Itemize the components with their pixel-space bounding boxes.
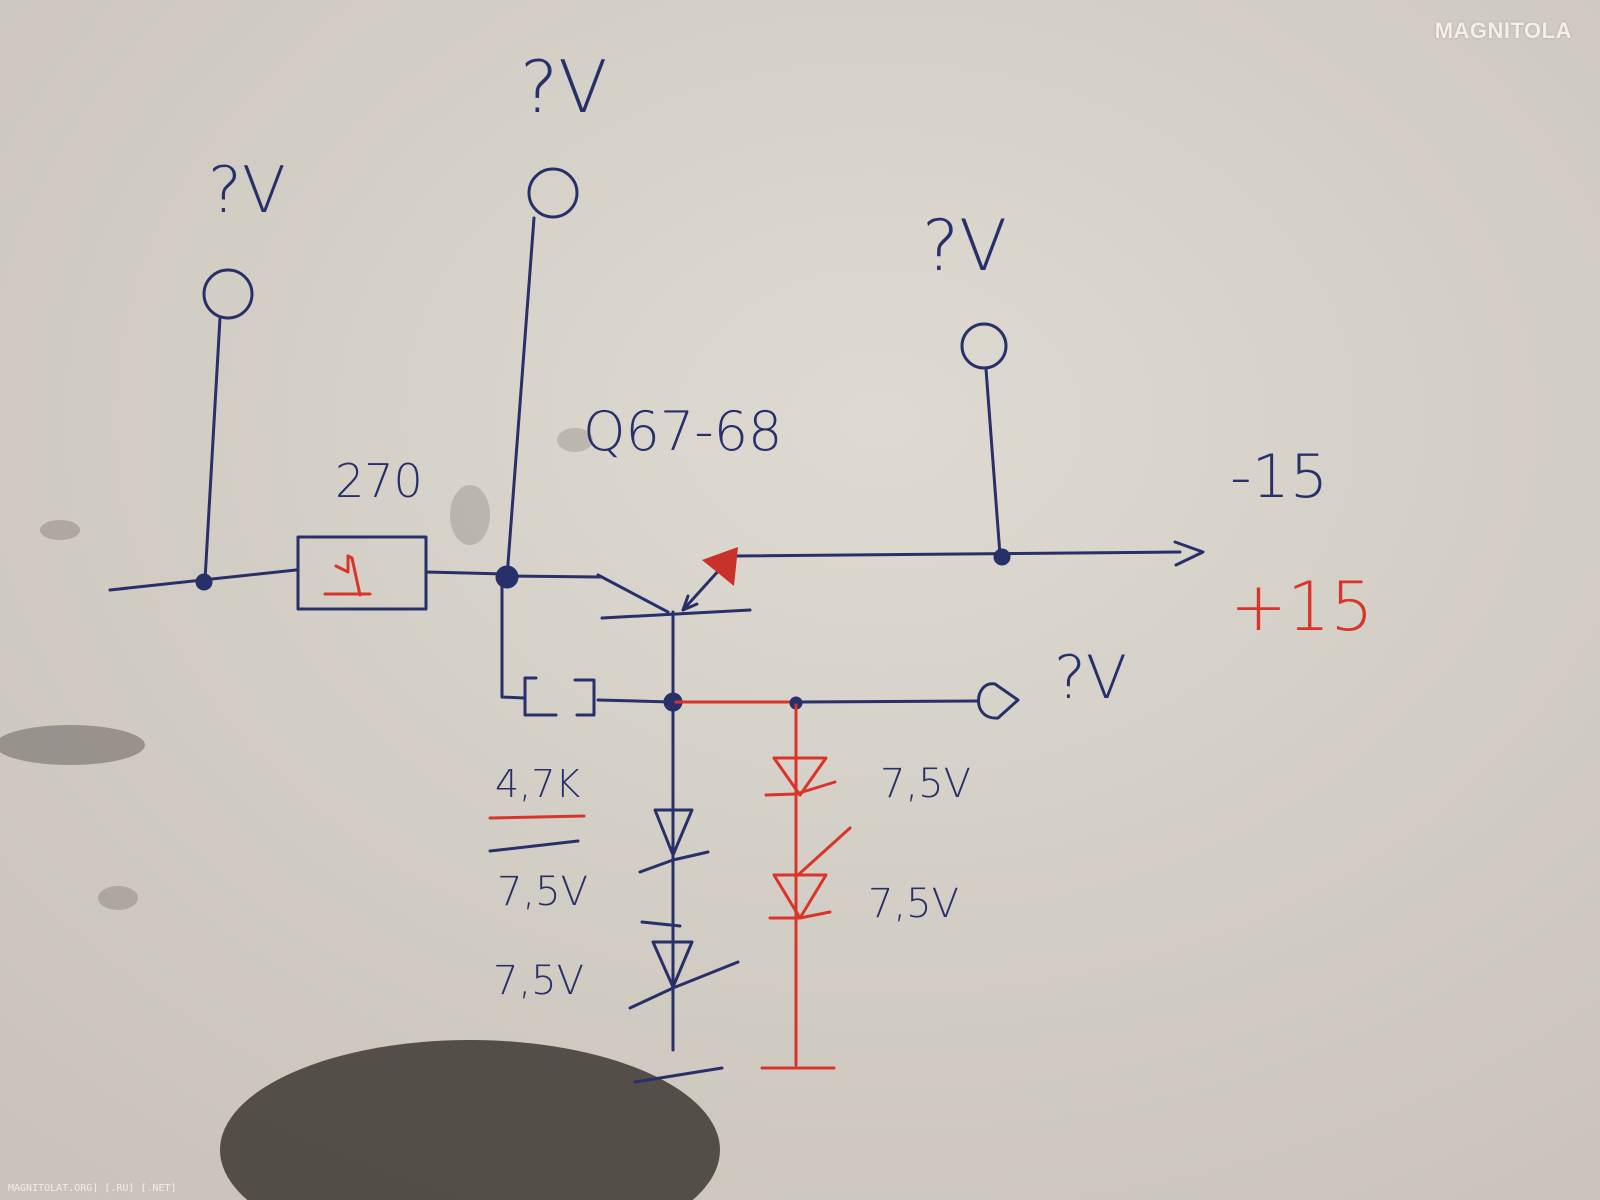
ground-blue <box>633 1066 724 1084</box>
watermark-logo: MAGNITOLA <box>1435 18 1572 44</box>
node-output <box>993 548 1011 566</box>
shadow-blob <box>220 1040 720 1200</box>
smudge-q <box>557 428 593 452</box>
probe-right-top-lead <box>984 367 1002 557</box>
zener-red-1-bar <box>764 780 837 797</box>
smudge-dot-2 <box>98 886 138 910</box>
label-transistor: Q67-68 <box>583 400 782 463</box>
resistor-270-mark <box>334 554 362 597</box>
zener-red-2-tail <box>796 826 852 877</box>
wire-to-base-node <box>424 570 508 576</box>
resistor-4k7-body-right <box>573 678 596 717</box>
node-left <box>195 573 213 591</box>
label-zener-blue-1: 7,5V <box>497 869 588 915</box>
watermark-brand: MAGNITOLA <box>1434 18 1572 43</box>
label-zener-red-1: 7,5V <box>880 761 971 807</box>
probe-right-top-circle <box>960 322 1008 370</box>
underline-red <box>488 814 586 820</box>
transistor-base-bar <box>600 608 752 620</box>
underline-blue <box>488 839 580 853</box>
probe-right-bottom-wire <box>798 699 980 704</box>
probe-mid-circle <box>527 167 579 219</box>
output-arrow <box>1173 540 1205 567</box>
emitter-arrow <box>681 594 699 612</box>
zener-blue-1-body <box>653 808 694 857</box>
probe-mid-lead <box>505 216 536 579</box>
resistor-4k7-stub <box>500 695 526 700</box>
label-minus15: -15 <box>1230 442 1328 512</box>
transistor-collector <box>596 573 670 614</box>
smudge-dot <box>40 520 80 540</box>
base-wire <box>505 574 602 579</box>
label-probe-right-bottom: ?V <box>1054 643 1127 713</box>
smudge-left <box>0 725 145 765</box>
label-probe-right-top: ?V <box>922 205 1007 287</box>
zener-red-2-bar <box>768 910 832 920</box>
resistor-4k7-to-node <box>596 698 674 704</box>
resistor-4k7-body-left <box>523 676 558 717</box>
zener-blue-1-bar <box>638 850 710 874</box>
label-resistor-270: 270 <box>335 454 423 508</box>
smudge-resistor <box>450 485 490 545</box>
output-wire <box>733 550 1182 558</box>
label-plus15: +15 <box>1230 568 1374 647</box>
zener-blue-2-bar <box>628 960 740 1010</box>
zener-blue-2-body <box>651 940 694 989</box>
label-probe-left: ?V <box>208 154 286 228</box>
transistor-red-mark <box>702 547 738 586</box>
probe-left-circle <box>202 268 254 320</box>
label-resistor-4k7: 4,7K <box>495 762 580 806</box>
zener-tick <box>640 920 682 928</box>
label-zener-blue-2: 7,5V <box>493 958 584 1004</box>
probe-left-lead <box>203 316 222 582</box>
label-zener-red-2: 7,5V <box>868 881 959 927</box>
label-probe-mid: ?V <box>520 45 607 129</box>
watermark-footer: MAGNITOLAT.ORG] [.RU] [.NET] <box>8 1183 177 1194</box>
zener-red-1-body <box>772 756 828 797</box>
probe-right-bottom-circle <box>977 682 1020 720</box>
